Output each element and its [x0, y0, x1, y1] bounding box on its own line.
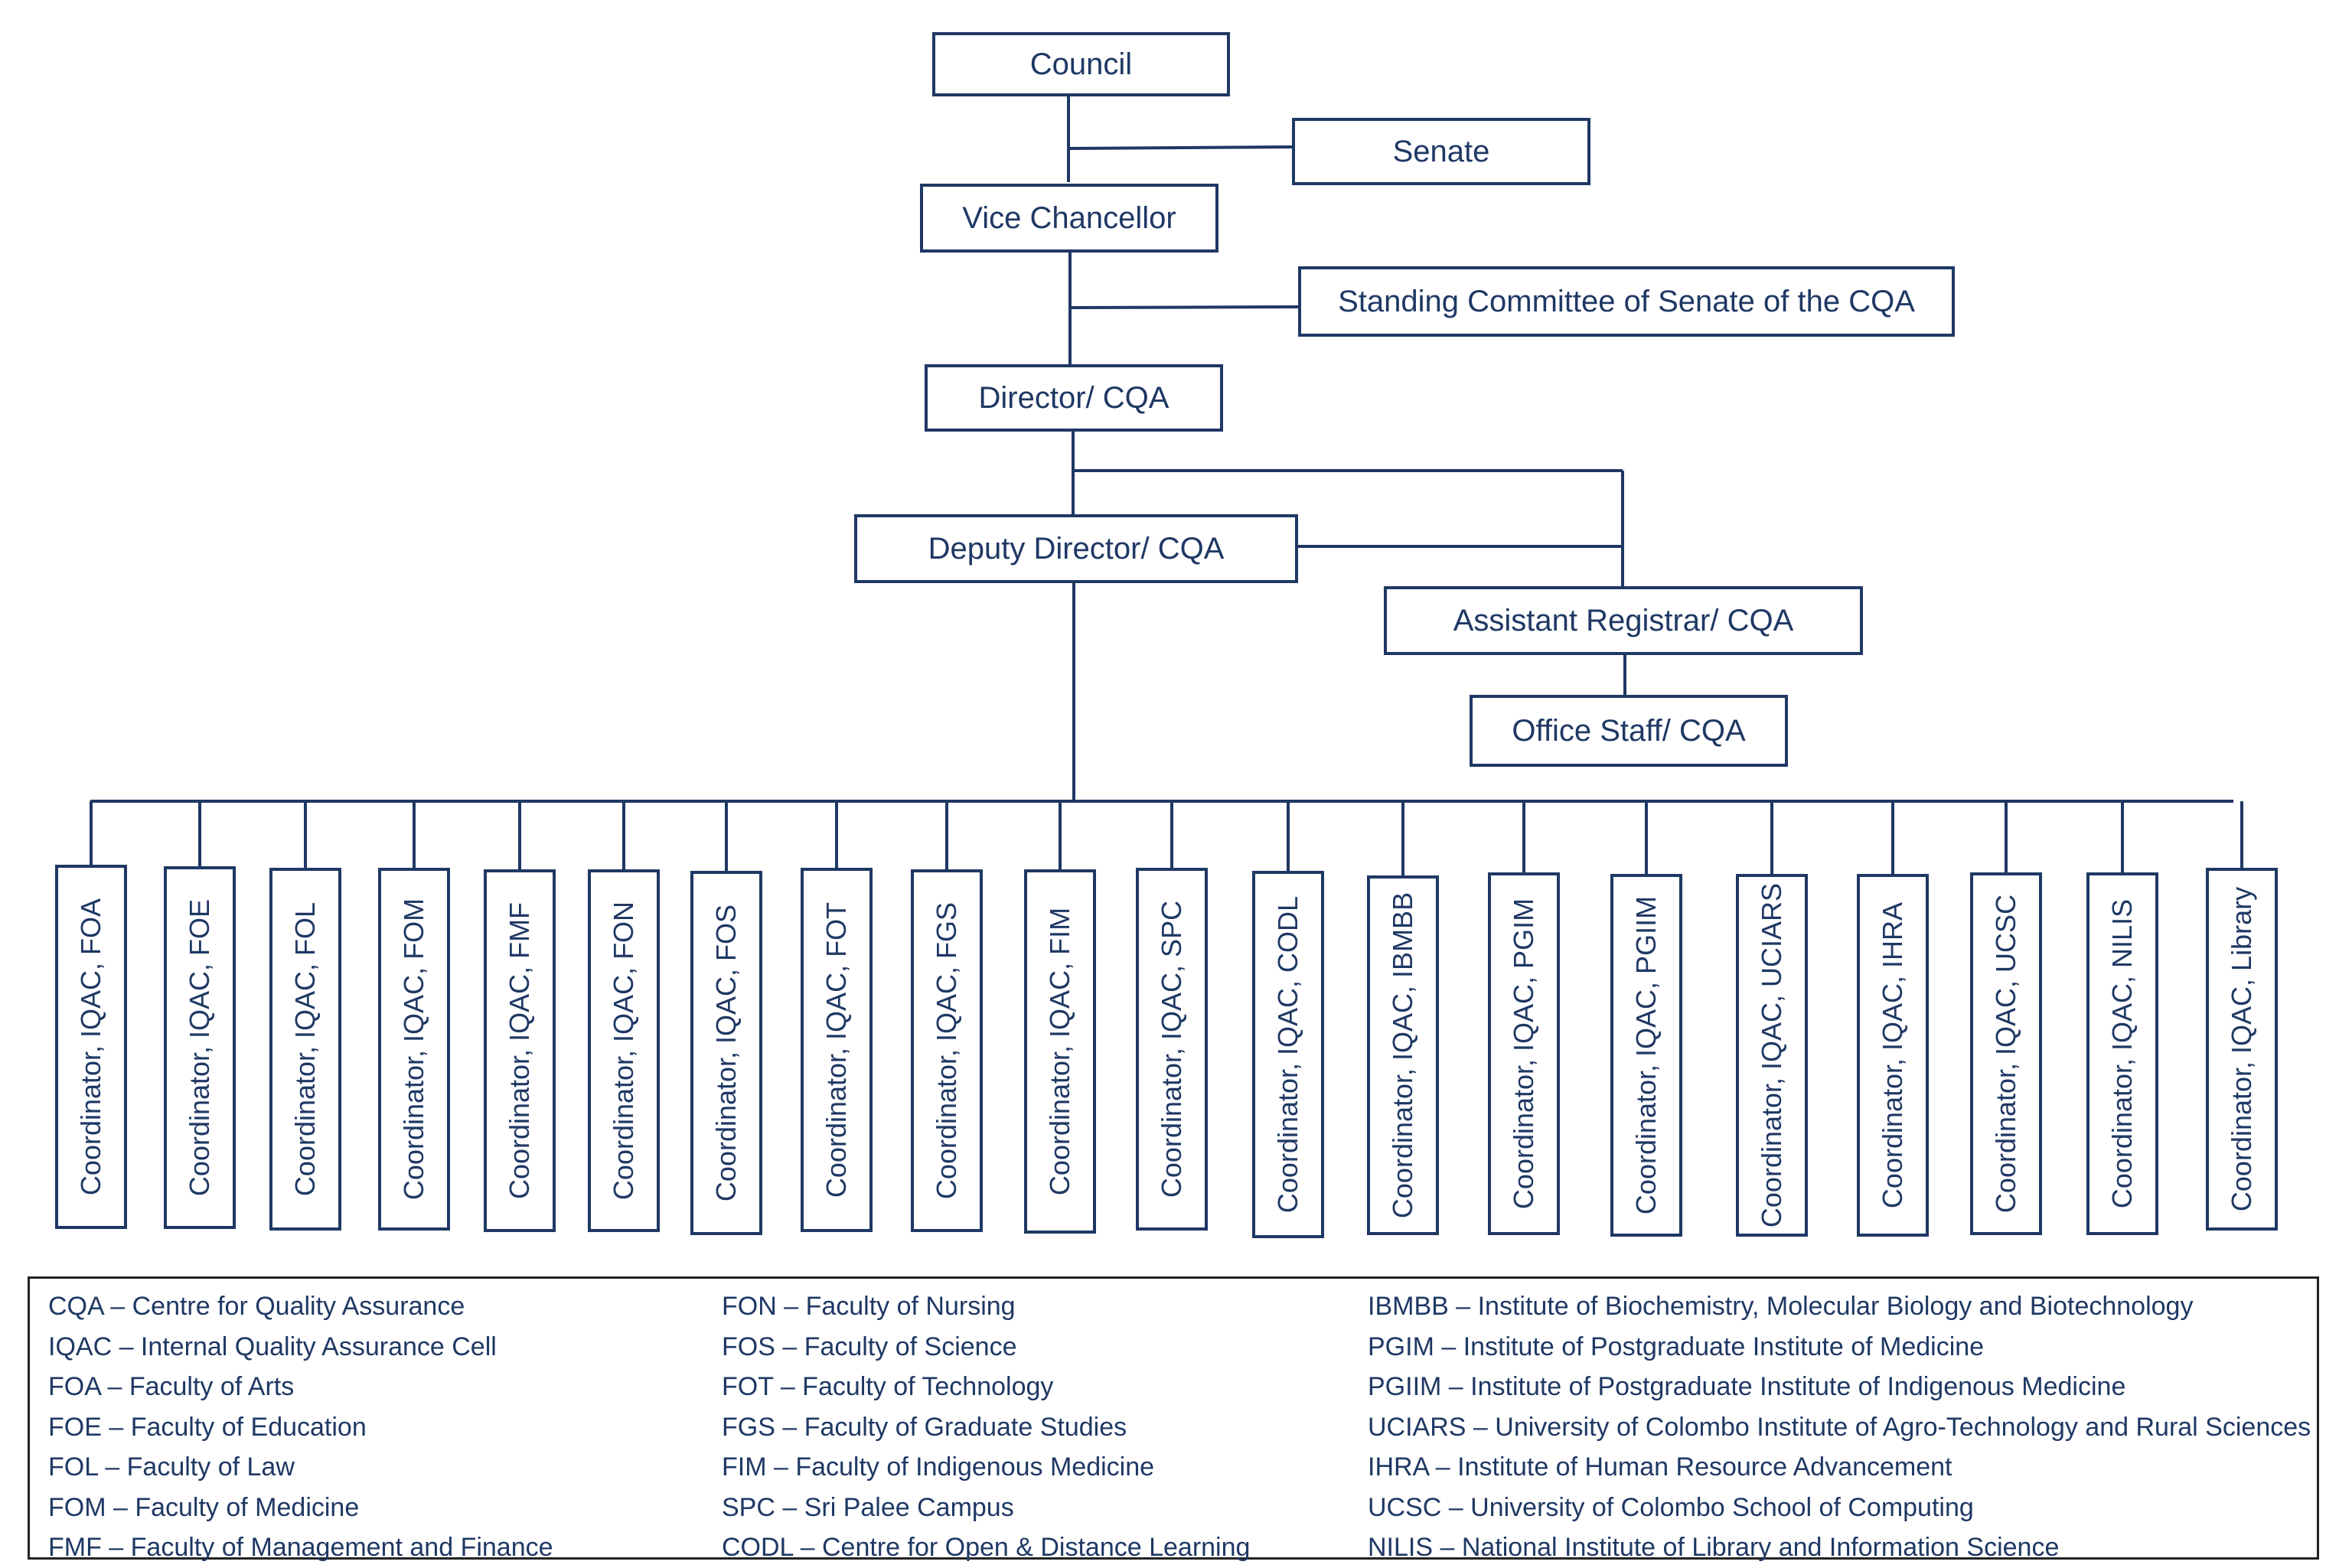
coordinator-label: Coordinator, IQAC, UCSC — [1990, 894, 2021, 1214]
legend-item: FGS – Faculty of Graduate Studies — [722, 1412, 1127, 1442]
office-staff-label: Office Staff/ CQA — [1512, 713, 1746, 748]
coordinator-box: Coordinator, IQAC, PGIM — [1488, 872, 1560, 1235]
council-label: Council — [1029, 47, 1133, 81]
director-box: Director/ CQA — [925, 364, 1223, 432]
coordinator-label: Coordinator, IQAC, FOM — [398, 898, 429, 1201]
legend-item: CQA – Centre for Quality Assurance — [48, 1292, 465, 1321]
legend-item: IHRA – Institute of Human Resource Advan… — [1368, 1452, 1952, 1482]
coordinator-label: Coordinator, IQAC, IHRA — [1877, 901, 1908, 1209]
legend-item: FOT – Faculty of Technology — [722, 1372, 1054, 1401]
office-staff-box: Office Staff/ CQA — [1470, 695, 1788, 767]
coordinator-box: Coordinator, IQAC, IHRA — [1857, 874, 1929, 1237]
coordinator-box: Coordinator, IQAC, CODL — [1252, 871, 1324, 1238]
deputy-director-label: Deputy Director/ CQA — [928, 531, 1225, 566]
coordinator-box: Coordinator, IQAC, FGS — [911, 869, 983, 1232]
legend-item: CODL – Centre for Open & Distance Learni… — [722, 1533, 1251, 1562]
coordinator-box: Coordinator, IQAC, FOS — [690, 871, 762, 1235]
coordinator-box: Coordinator, IQAC, FON — [588, 869, 660, 1232]
coordinator-label: Coordinator, IQAC, FON — [608, 901, 639, 1201]
standing-committee-box: Standing Committee of Senate of the CQA — [1298, 266, 1955, 337]
coordinator-box: Coordinator, IQAC, IBMBB — [1367, 875, 1439, 1235]
coordinator-label: Coordinator, IQAC, FGS — [931, 901, 962, 1200]
coordinator-label: Coordinator, IQAC, PGIM — [1508, 898, 1539, 1210]
coordinator-label: Coordinator, IQAC, FOS — [710, 904, 742, 1202]
coordinator-label: Coordinator, IQAC, IBMBB — [1387, 892, 1418, 1219]
coordinator-box: Coordinator, IQAC, PGIIM — [1610, 874, 1682, 1237]
coordinator-box: Coordinator, IQAC, UCSC — [1970, 872, 2042, 1235]
coordinator-label: Coordinator, IQAC, FOT — [820, 901, 852, 1198]
coordinator-label: Coordinator, IQAC, FMF — [504, 901, 535, 1200]
senate-label: Senate — [1392, 134, 1490, 168]
legend-item: FOA – Faculty of Arts — [48, 1372, 295, 1401]
legend-item: UCIARS – University of Colombo Institute… — [1368, 1412, 2311, 1442]
coordinator-box: Coordinator, IQAC, SPC — [1136, 868, 1208, 1231]
legend-item: SPC – Sri Palee Campus — [722, 1492, 1014, 1522]
legend-item: UCSC – University of Colombo School of C… — [1368, 1492, 1974, 1522]
coordinator-label: Coordinator, IQAC, SPC — [1156, 900, 1187, 1198]
legend-item: IQAC – Internal Quality Assurance Cell — [48, 1332, 497, 1361]
legend-item: FON – Faculty of Nursing — [722, 1292, 1016, 1321]
coordinator-label: Coordinator, IQAC, UCIARS — [1756, 882, 1787, 1228]
legend-item: FIM – Faculty of Indigenous Medicine — [722, 1452, 1155, 1482]
coordinator-box: Coordinator, IQAC, FMF — [484, 869, 556, 1232]
coordinator-box: Coordinator, IQAC, NILIS — [2086, 872, 2158, 1235]
legend-item: PGIIM – Institute of Postgraduate Instit… — [1368, 1372, 2126, 1401]
vice-chancellor-box: Vice Chancellor — [920, 184, 1218, 253]
coordinator-label: Coordinator, IQAC, Library — [2226, 886, 2257, 1212]
legend-item: FOM – Faculty of Medicine — [48, 1492, 360, 1522]
assistant-registrar-label: Assistant Registrar/ CQA — [1453, 603, 1794, 637]
coordinator-label: Coordinator, IQAC, CODL — [1272, 895, 1303, 1214]
coordinator-box: Coordinator, IQAC, Library — [2206, 868, 2278, 1231]
vice-chancellor-label: Vice Chancellor — [962, 200, 1176, 235]
legend-item: FOL – Faculty of Law — [48, 1452, 295, 1482]
assistant-registrar-box: Assistant Registrar/ CQA — [1384, 586, 1863, 655]
legend-item: FMF – Faculty of Management and Finance — [48, 1533, 553, 1562]
coordinator-label: Coordinator, IQAC, FIM — [1044, 907, 1075, 1196]
legend-item: NILIS – National Institute of Library an… — [1368, 1533, 2060, 1562]
legend-item: FOS – Faculty of Science — [722, 1332, 1017, 1361]
coordinator-box: Coordinator, IQAC, FIM — [1024, 869, 1096, 1234]
legend-column-3: IBMBB – Institute of Biochemistry, Molec… — [1368, 1286, 2311, 1568]
legend-item: PGIM – Institute of Postgraduate Institu… — [1368, 1332, 1985, 1361]
legend-item: IBMBB – Institute of Biochemistry, Molec… — [1368, 1292, 2194, 1321]
standing-committee-label: Standing Committee of Senate of the CQA — [1338, 284, 1915, 318]
coordinator-box: Coordinator, IQAC, UCIARS — [1736, 874, 1808, 1237]
director-label: Director/ CQA — [978, 380, 1170, 415]
coordinator-box: Coordinator, IQAC, FOT — [801, 868, 873, 1232]
deputy-director-box: Deputy Director/ CQA — [854, 514, 1298, 583]
coordinator-label: Coordinator, IQAC, FOE — [184, 898, 215, 1197]
coordinator-box: Coordinator, IQAC, FOL — [269, 868, 341, 1231]
coordinator-box: Coordinator, IQAC, FOM — [378, 868, 450, 1231]
coordinator-box: Coordinator, IQAC, FOE — [164, 866, 236, 1229]
coordinator-label: Coordinator, IQAC, NILIS — [2106, 898, 2138, 1209]
council-box: Council — [932, 32, 1230, 96]
senate-box: Senate — [1292, 118, 1590, 185]
coordinator-label: Coordinator, IQAC, FOL — [289, 901, 321, 1197]
coordinator-box: Coordinator, IQAC, FOA — [55, 865, 127, 1229]
legend-item: FOE – Faculty of Education — [48, 1412, 367, 1442]
coordinator-label: Coordinator, IQAC, FOA — [75, 898, 106, 1196]
coordinator-label: Coordinator, IQAC, PGIIM — [1630, 895, 1662, 1215]
